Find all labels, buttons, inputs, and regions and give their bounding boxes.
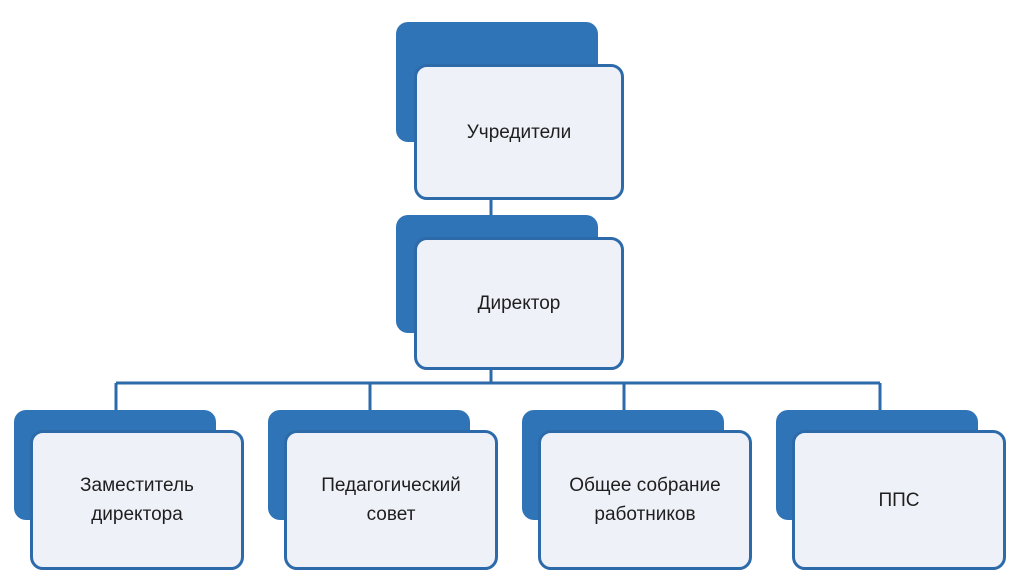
node-pps-label: ППС xyxy=(792,430,1006,570)
node-general-assembly-label: Общее собрание работников xyxy=(538,430,752,570)
node-director-label: Директор xyxy=(414,237,624,370)
node-pedagogical-council-label: Педагогический совет xyxy=(284,430,498,570)
node-deputy-director-label: Заместитель директора xyxy=(30,430,244,570)
node-founders-label: Учредители xyxy=(414,64,624,200)
